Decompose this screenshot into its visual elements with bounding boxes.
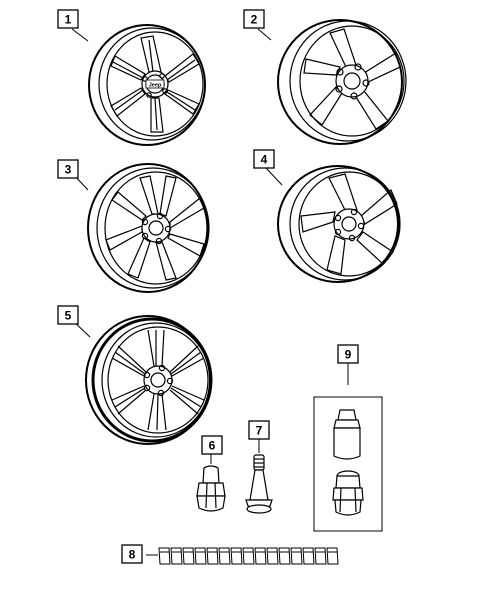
wheel-1-badge: Jeep — [149, 83, 162, 89]
balance-weight-segment — [326, 547, 339, 565]
balance-weight-segment — [218, 547, 231, 565]
callout-3: 3 — [57, 159, 79, 179]
callout-9: 9 — [337, 344, 359, 364]
callout-6: 6 — [201, 435, 223, 455]
valve-stem-illustration — [245, 454, 273, 514]
balance-weight-segment — [194, 547, 207, 565]
callout-number: 2 — [251, 13, 258, 27]
balance-weight-segment — [206, 547, 219, 565]
callout-number: 5 — [65, 309, 72, 323]
balance-weight-segment — [170, 547, 183, 565]
callout-1: 1 — [57, 9, 79, 29]
wheel-lock-kit-frame — [313, 396, 383, 532]
callout-2: 2 — [243, 9, 265, 29]
callout-8: 8 — [121, 544, 143, 564]
wheel-lock-key-illustration — [333, 409, 361, 460]
callout-box — [248, 420, 270, 440]
callout-box — [337, 344, 359, 364]
balance-weight-segment — [302, 547, 315, 565]
wheel-3-illustration — [87, 163, 210, 293]
callout-box — [57, 305, 79, 325]
callout-box — [57, 9, 79, 29]
callout-box — [253, 149, 275, 169]
wheel-2-illustration — [277, 19, 407, 145]
balance-weight-segment — [266, 547, 279, 565]
balance-weights-illustration — [158, 547, 339, 565]
callout-number: 7 — [256, 424, 263, 438]
callout-number: 9 — [345, 348, 352, 362]
wheel-5-illustration — [85, 315, 213, 445]
balance-weight-segment — [254, 547, 267, 565]
callout-labels: 1 2 3 4 5 6 7 8 9 — [57, 9, 359, 564]
callout-box — [243, 9, 265, 29]
callout-number: 3 — [65, 163, 72, 177]
callout-number: 8 — [129, 548, 136, 562]
callout-number: 6 — [209, 439, 216, 453]
balance-weight-segment — [242, 547, 255, 565]
callout-box — [121, 544, 143, 564]
callout-box — [201, 435, 223, 455]
balance-weight-segment — [290, 547, 303, 565]
callout-number: 4 — [261, 153, 268, 167]
callout-number: 1 — [65, 13, 72, 27]
callout-4: 4 — [253, 149, 275, 169]
wheel-lock-nut-illustration — [332, 470, 364, 516]
wheel-1-illustration: Jeep — [88, 24, 206, 146]
wheel-4-illustration — [277, 165, 401, 283]
callout-5: 5 — [57, 305, 79, 325]
balance-weight-segment — [230, 547, 243, 565]
callout-box — [57, 159, 79, 179]
balance-weight-segment — [314, 547, 327, 565]
callout-7: 7 — [248, 420, 270, 440]
balance-weight-segment — [182, 547, 195, 565]
balance-weight-segment — [158, 547, 171, 565]
lug-nut-illustration — [196, 465, 226, 512]
balance-weight-segment — [278, 547, 291, 565]
